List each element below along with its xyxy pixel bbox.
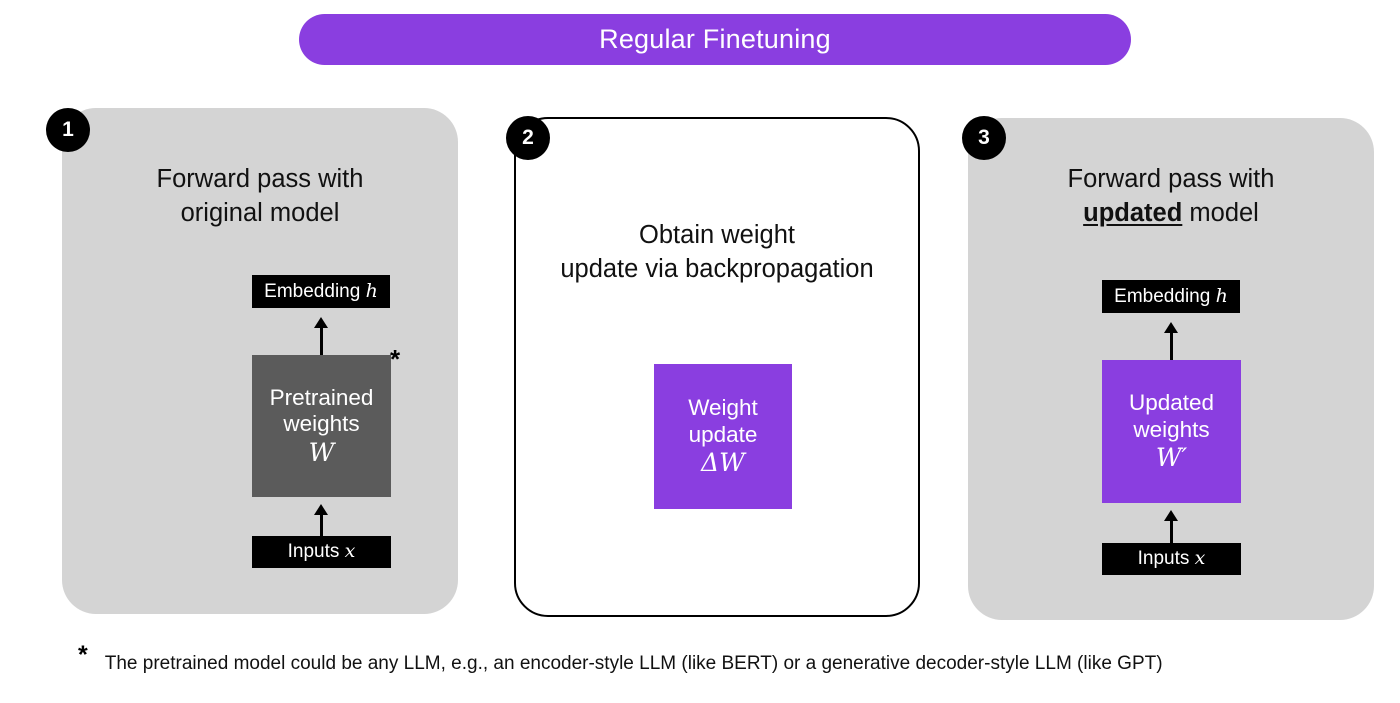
pretrained-weights-line-2: weights bbox=[283, 411, 360, 437]
pretrained-weights-line-1: Pretrained bbox=[269, 384, 374, 410]
footnote-asterisk: * bbox=[78, 641, 88, 669]
panel-step-3: Forward pass with updated model Embedding… bbox=[968, 118, 1374, 620]
weight-update-line-1: Weight bbox=[688, 395, 758, 421]
embedding-symbol-step-3: h bbox=[1215, 284, 1228, 307]
panel-3-heading-line-1: Forward pass with bbox=[1067, 165, 1275, 193]
inputs-box-step-1: Inputs x bbox=[252, 536, 391, 568]
step-badge-2: 2 bbox=[506, 116, 550, 160]
weight-update-line-2: update bbox=[688, 421, 758, 447]
panel-2-heading: Obtain weight update via backpropagation bbox=[560, 221, 874, 283]
embedding-symbol: h bbox=[365, 279, 378, 302]
updated-weights-line-1: Updated bbox=[1128, 390, 1215, 416]
updated-weights-line-2: weights bbox=[1133, 416, 1210, 442]
embedding-box-step-1: Embedding h bbox=[252, 275, 390, 308]
panel-3-heading: Forward pass with updated model bbox=[968, 163, 1374, 231]
updated-weights-symbol: W′ bbox=[1155, 443, 1188, 473]
step-badge-3: 3 bbox=[962, 116, 1006, 160]
footnote-marker-asterisk: * bbox=[390, 344, 401, 374]
embedding-label: Embedding h bbox=[264, 279, 378, 302]
step-badge-1: 1 bbox=[46, 108, 90, 152]
inputs-box-step-3: Inputs x bbox=[1102, 543, 1241, 575]
panel-3-heading-emphasis: updated bbox=[1083, 198, 1183, 227]
weight-update-box: Weight update ΔW bbox=[654, 364, 792, 509]
weight-update-symbol: ΔW bbox=[701, 448, 745, 478]
inputs-label: Inputs x bbox=[287, 540, 356, 563]
updated-weights-box: Updated weights W′ bbox=[1102, 360, 1241, 503]
arrow-up-icon-weights-to-embedding-step-1 bbox=[314, 317, 328, 355]
pretrained-weights-symbol: W bbox=[308, 437, 335, 467]
page-title: Regular Finetuning bbox=[599, 24, 831, 54]
footnote-text: The pretrained model could be any LLM, e… bbox=[104, 653, 1163, 674]
arrow-up-icon-weights-to-embedding-step-3 bbox=[1164, 322, 1178, 360]
panel-3-heading-tail: model bbox=[1182, 198, 1259, 227]
embedding-box-step-3: Embedding h bbox=[1102, 280, 1240, 313]
inputs-symbol: x bbox=[344, 540, 356, 563]
pretrained-weights-box: Pretrained weights W bbox=[252, 355, 391, 497]
embedding-label-step-3: Embedding h bbox=[1114, 284, 1228, 307]
inputs-label-step-3: Inputs x bbox=[1137, 547, 1206, 570]
panel-step-2: Obtain weight update via backpropagation… bbox=[514, 117, 920, 617]
inputs-symbol-step-3: x bbox=[1194, 547, 1206, 570]
title-banner: Regular Finetuning bbox=[299, 14, 1131, 65]
arrow-up-icon-inputs-to-weights-step-1 bbox=[314, 504, 328, 542]
arrow-up-icon-inputs-to-weights-step-3 bbox=[1164, 510, 1178, 548]
panel-1-heading: Forward pass with original model bbox=[156, 165, 364, 227]
panel-step-1: Forward pass with original model Embeddi… bbox=[62, 108, 458, 614]
footnote: * The pretrained model could be any LLM,… bbox=[78, 641, 1163, 676]
